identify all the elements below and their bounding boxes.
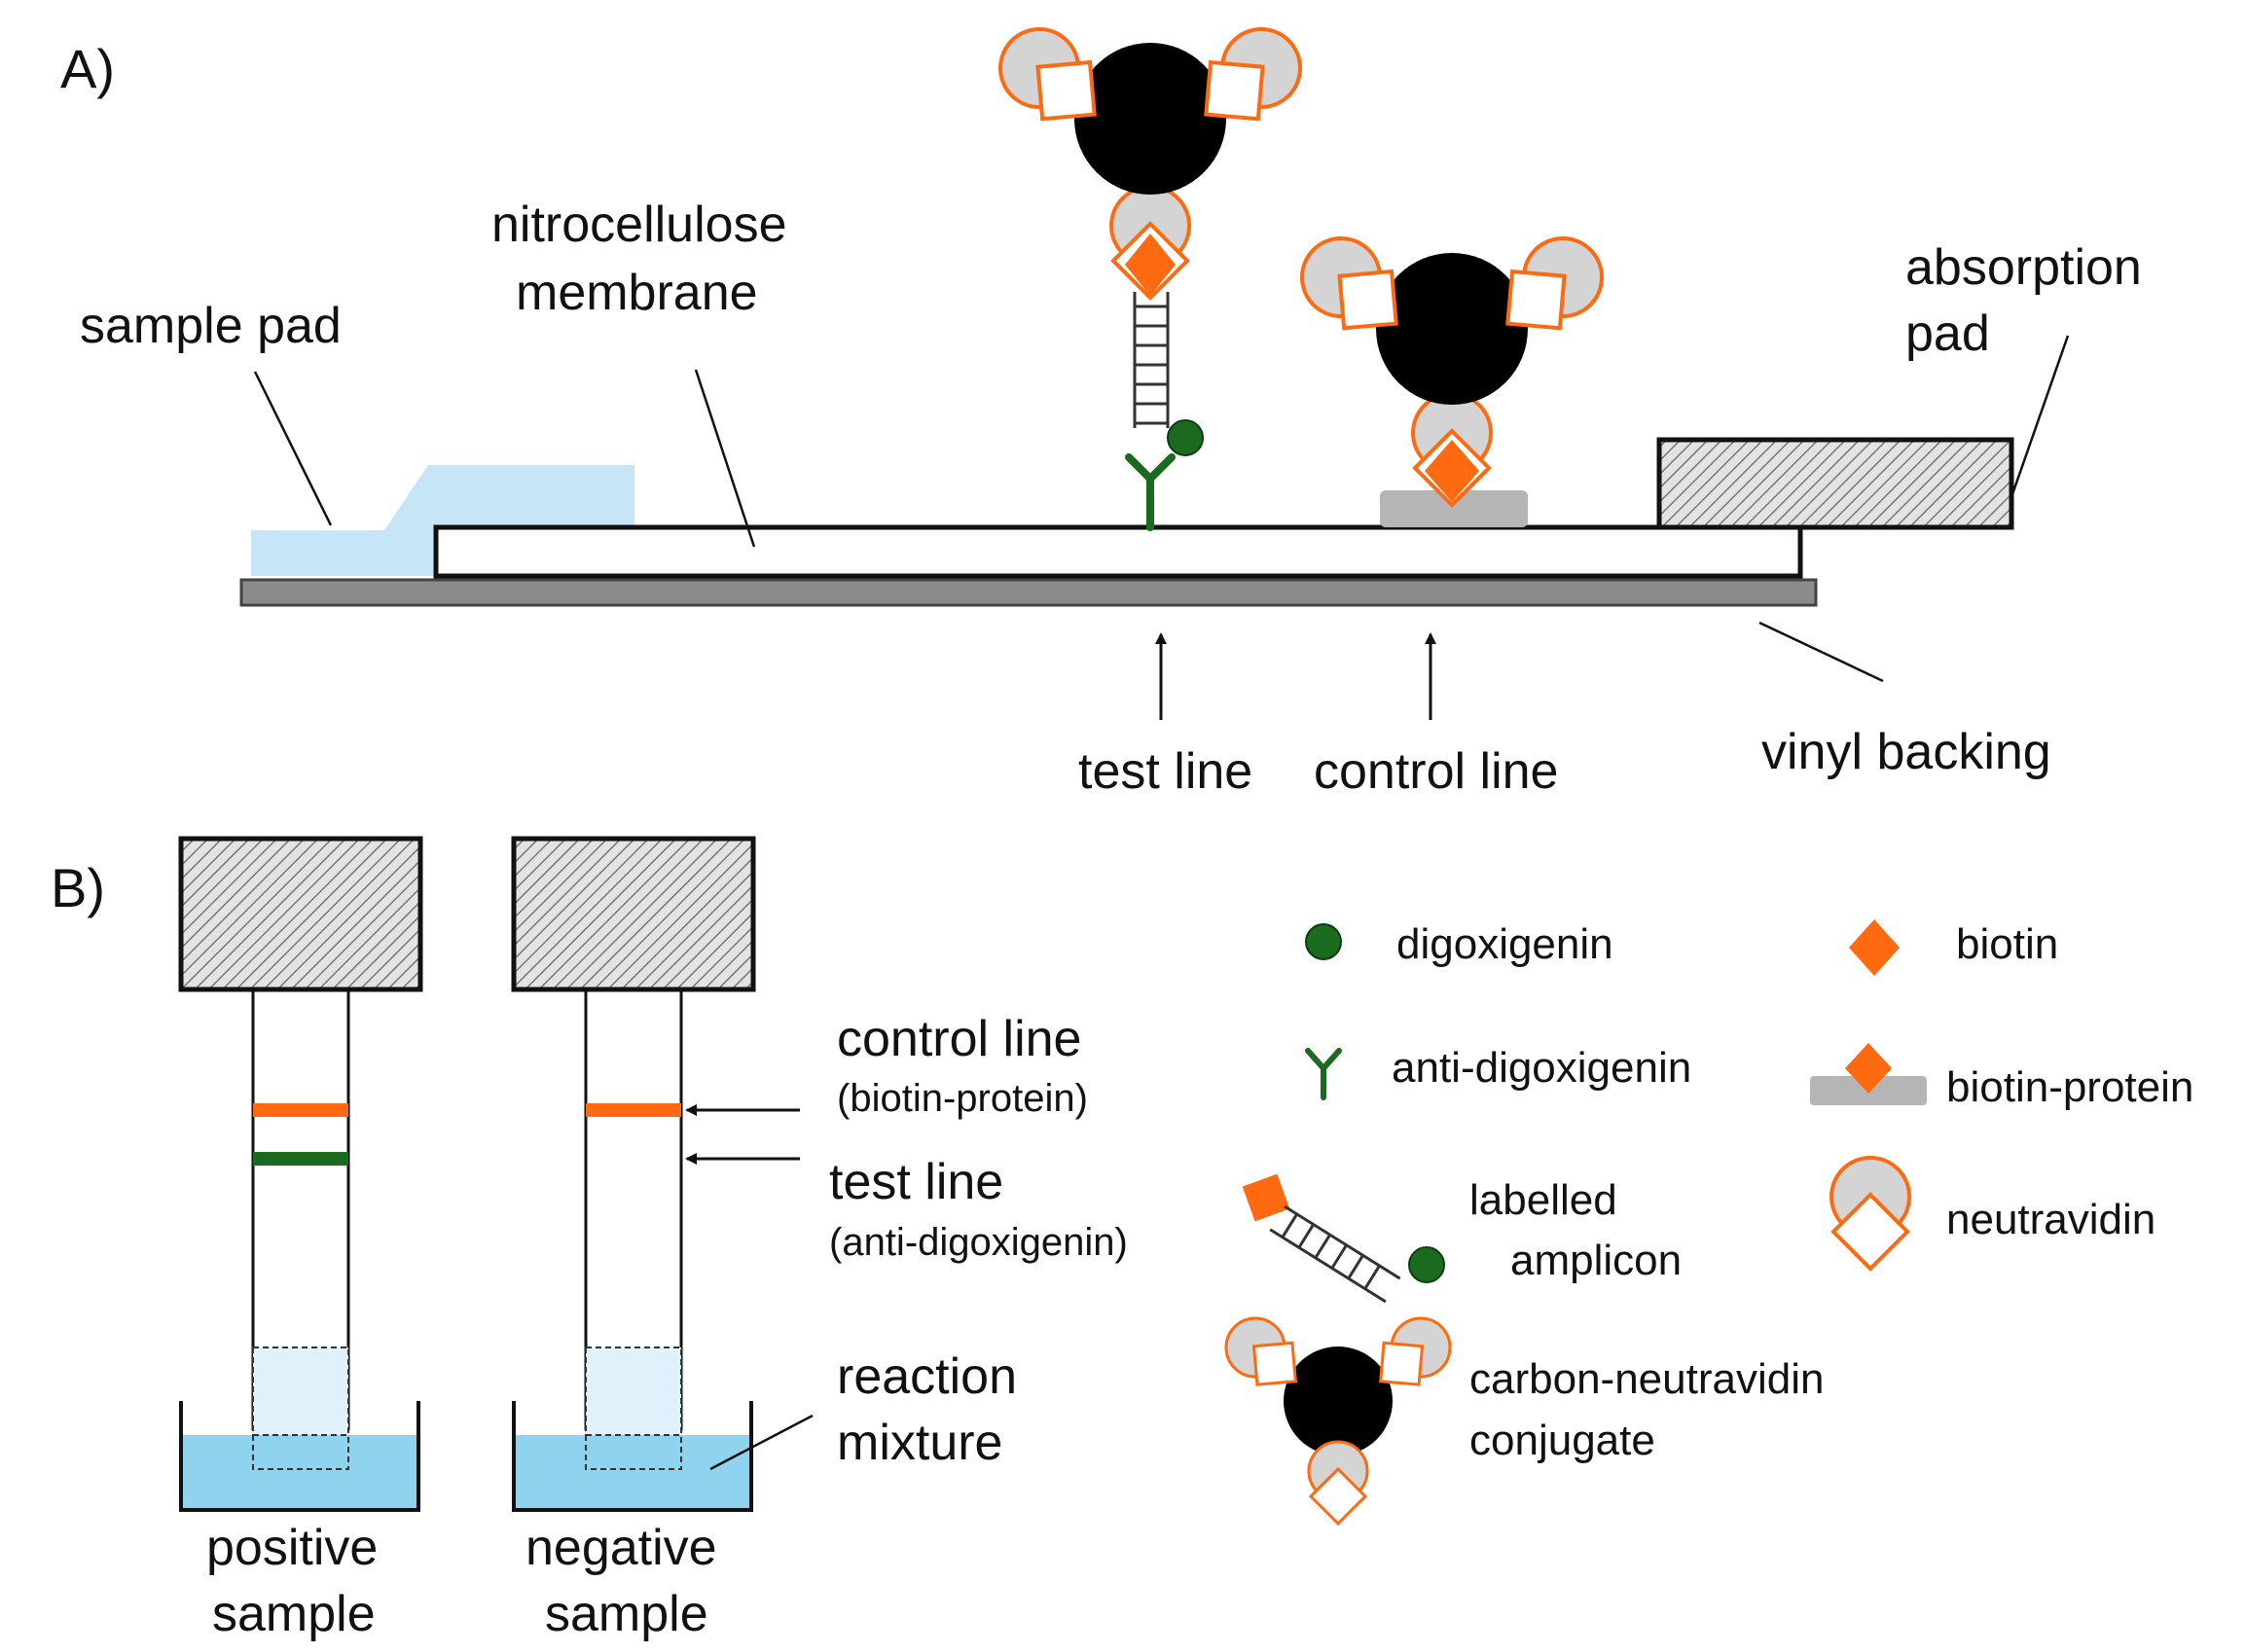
b-test-line-sub: (anti-digoxigenin) xyxy=(829,1221,1128,1264)
control-line-label: control line xyxy=(1314,743,1558,800)
vinyl-backing-leader xyxy=(1758,621,1884,683)
negative-strip xyxy=(511,836,756,1512)
panel-b-label: B) xyxy=(51,857,105,918)
anti-digoxigenin-icon xyxy=(1305,1048,1342,1100)
membrane-leader xyxy=(694,369,756,548)
digoxigenin-icon xyxy=(1305,923,1342,960)
legend-biotin: biotin xyxy=(1956,920,2058,968)
vinyl-backing xyxy=(239,578,1818,607)
carbon-particle xyxy=(1376,253,1528,405)
legend-digoxigenin: digoxigenin xyxy=(1396,920,1613,968)
test-line-complex xyxy=(982,11,1319,531)
absorption-label-line1: absorption xyxy=(1905,239,2142,296)
liquid xyxy=(516,1435,749,1508)
control-band xyxy=(253,1103,348,1117)
membrane-label-line1: nitrocellulose xyxy=(491,197,787,253)
legend-conjugate-line1: carbon-neutravidin xyxy=(1469,1355,1824,1403)
b-test-line-label: test line xyxy=(829,1154,1003,1210)
control-band xyxy=(586,1103,681,1117)
reaction-label-line2: mixture xyxy=(837,1415,1002,1471)
labelled-amplicon-icon xyxy=(1242,1173,1445,1304)
biotin-icon xyxy=(1425,440,1479,502)
nitrocellulose-membrane xyxy=(433,524,1803,579)
liquid xyxy=(183,1435,417,1508)
absorption-label-line2: pad xyxy=(1905,305,1990,362)
digoxigenin-icon xyxy=(1167,419,1204,456)
biotin-icon xyxy=(1845,1043,1892,1094)
vinyl-backing-label: vinyl backing xyxy=(1761,724,2051,780)
reaction-label-line1: reaction xyxy=(837,1348,1017,1405)
legend-labelled-line2: amplicon xyxy=(1510,1237,1682,1284)
reaction-mixture-leader xyxy=(709,1414,814,1471)
legend-conjugate-line2: conjugate xyxy=(1469,1417,1655,1464)
positive-strip xyxy=(178,836,423,1512)
legend-neutravidin: neutravidin xyxy=(1946,1196,2155,1243)
sample-pad-lower xyxy=(251,533,436,576)
negative-label-line1: negative xyxy=(525,1520,717,1576)
legend-labelled-line1: labelled xyxy=(1469,1176,1617,1224)
legend-anti-digoxigenin: anti-digoxigenin xyxy=(1392,1044,1691,1092)
negative-label-line2: sample xyxy=(545,1586,708,1642)
test-band xyxy=(253,1152,348,1166)
positive-label-line2: sample xyxy=(212,1586,376,1642)
control-line-complex xyxy=(1284,220,1620,527)
membrane-label-line2: membrane xyxy=(516,265,758,321)
sample-pad-label: sample pad xyxy=(80,298,342,354)
sample-pad-leader xyxy=(253,371,333,526)
amplicon-ladder xyxy=(1133,292,1170,428)
absorption-pad xyxy=(1656,437,2014,530)
carbon-particle xyxy=(1074,43,1226,195)
biotin-protein-band xyxy=(1380,490,1528,527)
anti-digoxigenin-icon xyxy=(1125,453,1176,531)
legend: digoxigenin biotin anti-digoxigenin biot… xyxy=(1213,919,2193,1526)
biotin-icon xyxy=(1125,233,1176,296)
positive-label-line1: positive xyxy=(206,1520,378,1576)
absorption-pad-leader xyxy=(2011,335,2070,495)
b-control-line-label: control line xyxy=(837,1011,1081,1067)
carbon-neutravidin-conjugate-icon xyxy=(1213,1305,1464,1526)
sample-pad xyxy=(251,465,634,533)
biotin-icon xyxy=(1849,919,1900,976)
panel-a-label: A) xyxy=(60,38,115,99)
b-control-line-sub: (biotin-protein) xyxy=(837,1077,1088,1120)
legend-biotin-protein: biotin-protein xyxy=(1946,1063,2193,1111)
neutravidin-icon xyxy=(1829,1156,1911,1271)
test-line-label: test line xyxy=(1078,743,1252,800)
